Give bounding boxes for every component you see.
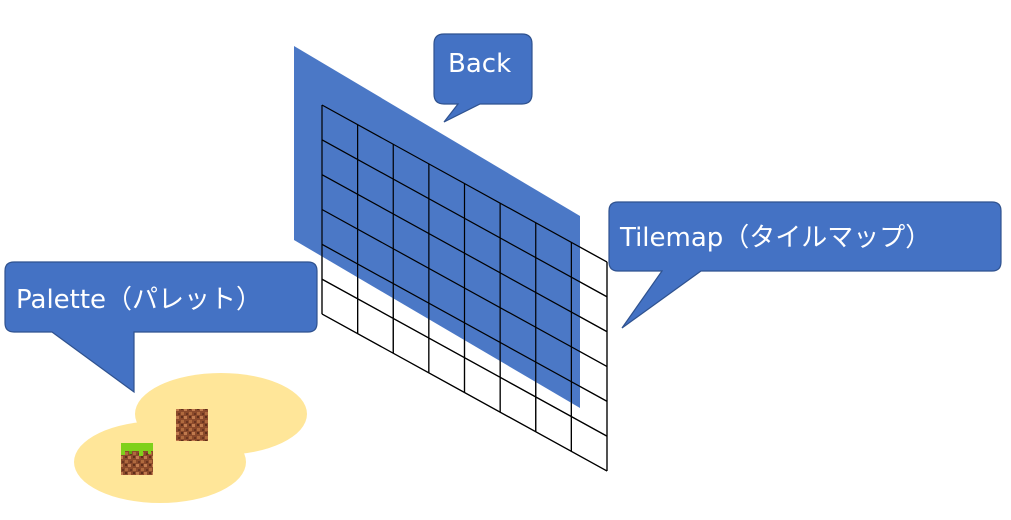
back-label: Back <box>448 49 511 79</box>
grid-overlay-row-line <box>321 139 608 298</box>
grid-overlay-row-line <box>321 313 608 472</box>
dirt-tile-icon[interactable] <box>176 409 208 441</box>
grass-dirt-tile-icon[interactable] <box>121 443 153 475</box>
grid-overlay-row-line <box>321 174 608 333</box>
grid-overlay-row-line <box>321 208 608 368</box>
palette-label: Palette（パレット） <box>16 285 262 315</box>
back-plane <box>294 46 580 408</box>
back-callout: Back <box>433 33 533 123</box>
tilemap-grid-lines-overlay <box>321 104 608 472</box>
grid-overlay-row-line <box>321 104 608 263</box>
grid-overlay-row-line <box>321 243 608 402</box>
grid-overlay-row-line <box>321 278 608 437</box>
tilemap-callout: Tilemap（タイルマップ） <box>608 201 1002 329</box>
tilemap-label: Tilemap（タイルマップ） <box>619 223 931 253</box>
palette-callout: Palette（パレット） <box>4 261 318 394</box>
